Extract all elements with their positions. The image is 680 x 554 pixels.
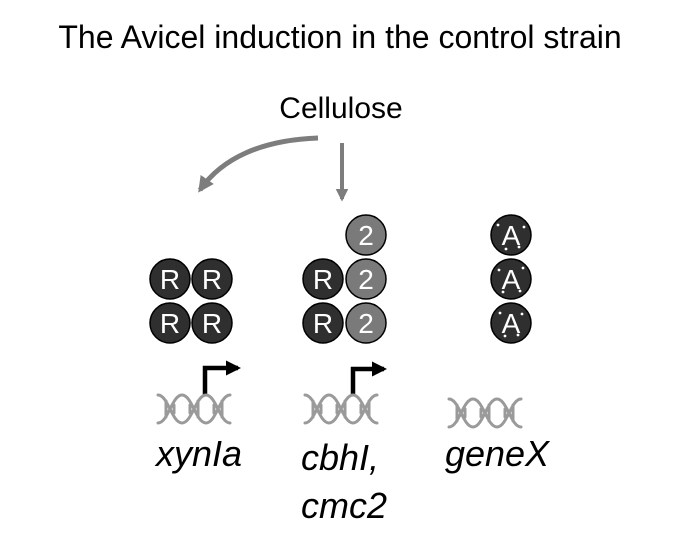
svg-text:R: R: [313, 308, 333, 339]
svg-text:R: R: [202, 264, 222, 295]
svg-text:A: A: [502, 264, 521, 295]
inducer-label: Cellulose: [279, 92, 402, 125]
diagram-title: The Avicel induction in the control stra…: [58, 19, 621, 55]
gene-label-xynla: xynIa: [154, 433, 242, 474]
svg-text:R: R: [160, 264, 180, 295]
protein-group-cbh: 2 R 2 R 2: [302, 214, 387, 344]
gene-label-genex: geneX: [445, 433, 551, 474]
repressor-protein: R: [191, 258, 233, 300]
repressor-protein: R: [191, 302, 233, 344]
svg-text:R: R: [202, 308, 222, 339]
repressor-protein: R: [302, 258, 344, 300]
gene-label-cbhl: cbhI,: [301, 437, 379, 478]
dna-helix-icon: [447, 397, 523, 429]
factor2-protein: 2: [345, 302, 387, 344]
activator-protein: A: [490, 214, 532, 256]
dna-helix-icon: [303, 393, 379, 425]
bent-arrow-icon: [350, 361, 388, 395]
activator-protein: A: [490, 302, 532, 344]
repressor-protein: R: [302, 302, 344, 344]
svg-text:A: A: [502, 308, 521, 339]
svg-text:R: R: [160, 308, 180, 339]
svg-text:2: 2: [358, 264, 374, 295]
activator-protein: A: [490, 258, 532, 300]
svg-text:2: 2: [358, 308, 374, 339]
dna-helix-icon: [156, 393, 232, 425]
activator-group-genex: A A A: [490, 214, 532, 344]
repressor-protein: R: [149, 302, 191, 344]
svg-text:2: 2: [358, 220, 374, 251]
svg-text:R: R: [313, 264, 333, 295]
factor2-protein: 2: [345, 258, 387, 300]
factor2-protein: 2: [345, 214, 387, 256]
bent-arrow-icon: [202, 360, 242, 395]
repressor-protein: R: [149, 258, 191, 300]
gene-label-cmc2: cmc2: [301, 485, 387, 526]
repressor-group-xyn: R R R R: [149, 258, 233, 344]
curved-arrow-to-repressor: [197, 135, 319, 193]
svg-text:A: A: [502, 220, 521, 251]
